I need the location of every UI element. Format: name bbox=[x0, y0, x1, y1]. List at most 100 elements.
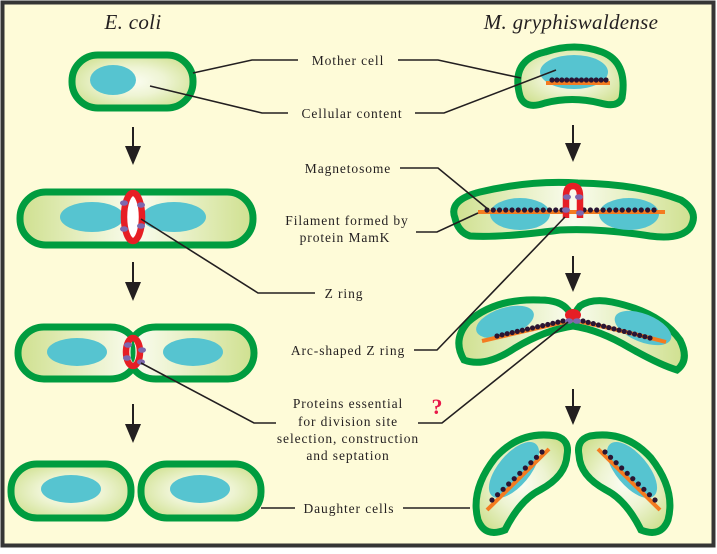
mgryph-magnetosome-chain-2 bbox=[484, 207, 657, 213]
magnetosome-dot bbox=[517, 470, 523, 476]
magnetosome-dot bbox=[529, 325, 536, 331]
ecoli-constricting-cell bbox=[14, 323, 258, 383]
magnetosome-dot bbox=[635, 481, 641, 487]
magnetosome-dot bbox=[651, 207, 657, 213]
magnetosome-dot bbox=[598, 77, 604, 83]
magnetosome-dot bbox=[506, 481, 512, 487]
magnetosome-dot bbox=[607, 454, 614, 460]
label-filament-line2: protein MamK bbox=[300, 230, 391, 245]
magnetosome-dot bbox=[569, 77, 575, 83]
magnetosome-dot bbox=[606, 207, 613, 213]
mgryph-magnetosome-chain-3 bbox=[494, 318, 653, 341]
label-arc-z-ring: Arc-shaped Z ring bbox=[291, 343, 405, 358]
magnetosome-dot bbox=[514, 328, 520, 334]
magnetosome-dot bbox=[555, 319, 561, 325]
magnetosome-dot bbox=[494, 333, 500, 339]
leader-proteins-right bbox=[418, 321, 569, 424]
magnetosome-dot bbox=[540, 323, 546, 329]
magnetosome-dot bbox=[645, 207, 651, 213]
mgryph-daughter-cells bbox=[472, 431, 674, 536]
leader-proteins-left bbox=[140, 362, 276, 424]
magnetosome-dot bbox=[504, 331, 510, 337]
ecoli-mother-cell bbox=[68, 51, 197, 112]
magnetosome-dot bbox=[588, 77, 594, 83]
magnetosome-dot bbox=[494, 492, 501, 498]
magnetosome-dot bbox=[550, 320, 556, 326]
mgryph-magnetosome-chain-1 bbox=[549, 77, 609, 83]
label-z-ring: Z ring bbox=[325, 286, 364, 301]
magnetosome-dot bbox=[583, 77, 589, 83]
label-proteins-line4: and septation bbox=[306, 448, 389, 463]
leader-cellular-content-right bbox=[415, 69, 557, 114]
ecoli-arrow-3 bbox=[125, 404, 141, 443]
ecoli-z-ring bbox=[120, 189, 146, 245]
magnetosome-dot bbox=[489, 497, 495, 503]
magnetosome-dot bbox=[560, 318, 566, 324]
mgryph-arrow-2 bbox=[565, 256, 581, 292]
magnetosome-dot bbox=[490, 207, 496, 213]
magnetosome-dot bbox=[534, 207, 540, 213]
magnetosome-dot bbox=[601, 323, 607, 329]
magnetosome-dot bbox=[515, 207, 521, 213]
magnetosome-dot bbox=[642, 334, 648, 340]
label-filament-line1: Filament formed by bbox=[285, 213, 408, 228]
ecoli-arrow-1 bbox=[125, 127, 141, 165]
magnetosome-dot bbox=[519, 327, 525, 333]
magnetosome-dot bbox=[621, 328, 627, 335]
magnetosome-dot bbox=[595, 322, 602, 328]
label-proteins-line3: selection, construction bbox=[277, 431, 419, 446]
magnetosome-dot bbox=[509, 329, 515, 336]
mgryph-arrow-1 bbox=[565, 125, 581, 162]
leader-cellular-content-left bbox=[149, 85, 288, 114]
magnetosome-dot bbox=[535, 324, 541, 330]
magnetosome-dot bbox=[540, 207, 546, 213]
label-daughter-cells: Daughter cells bbox=[304, 501, 395, 516]
leader-filament bbox=[416, 212, 479, 233]
leader-magnetosome bbox=[400, 167, 490, 211]
label-mother-cell: Mother cell bbox=[312, 53, 385, 68]
ecoli-daughter-cells bbox=[7, 460, 265, 522]
magnetosome-dot bbox=[632, 207, 638, 213]
magnetosome-dot bbox=[549, 77, 555, 83]
title-e-coli: E. coli bbox=[104, 10, 162, 34]
magnetosome-dot bbox=[553, 207, 559, 213]
magnetosome-dot bbox=[638, 207, 644, 213]
magnetosome-dot bbox=[630, 476, 636, 482]
mgryph-arc-z-ring bbox=[565, 309, 581, 321]
magnetosome-dot bbox=[611, 326, 617, 332]
leader-arc-z-ring bbox=[414, 216, 566, 351]
mgryph-elongated-cell bbox=[450, 178, 697, 241]
magnetosome-dot bbox=[499, 332, 505, 338]
magnetosome-dot bbox=[500, 486, 506, 492]
magnetosome-dot bbox=[521, 207, 528, 213]
label-proteins-line2: for division site bbox=[298, 414, 398, 429]
magnetosome-dot bbox=[646, 492, 653, 498]
magnetosome-dot bbox=[573, 77, 580, 83]
ecoli-arrow-2 bbox=[125, 262, 141, 301]
magnetosome-dot bbox=[624, 470, 630, 476]
magnetosome-dot bbox=[585, 319, 591, 325]
title-m-gryphiswaldense: M. gryphiswaldense bbox=[483, 10, 659, 34]
magnetosome-dot bbox=[594, 207, 600, 213]
magnetosome-dot bbox=[564, 77, 570, 83]
magnetosome-dot bbox=[522, 465, 528, 471]
magnetosome-dot bbox=[511, 476, 517, 482]
magnetosome-dot bbox=[496, 207, 503, 213]
magnetosome-dot bbox=[533, 454, 540, 460]
magnetosome-dot bbox=[545, 321, 551, 328]
magnetosome-dot bbox=[578, 77, 585, 83]
label-proteins-line1: Proteins essential bbox=[293, 396, 403, 411]
mgryph-arrow-3 bbox=[565, 389, 581, 425]
leader-z-ring bbox=[140, 218, 315, 294]
magnetosome-dot bbox=[606, 324, 612, 331]
magnetosome-dot bbox=[603, 77, 609, 83]
magnetosome-dot bbox=[652, 497, 658, 503]
magnetosome-dot bbox=[641, 486, 647, 492]
magnetosome-dot bbox=[631, 331, 638, 337]
magnetosome-dot bbox=[524, 326, 531, 332]
mgryph-z-ring bbox=[562, 182, 584, 218]
magnetosome-dot bbox=[613, 207, 619, 213]
magnetosome-dot bbox=[602, 449, 608, 455]
